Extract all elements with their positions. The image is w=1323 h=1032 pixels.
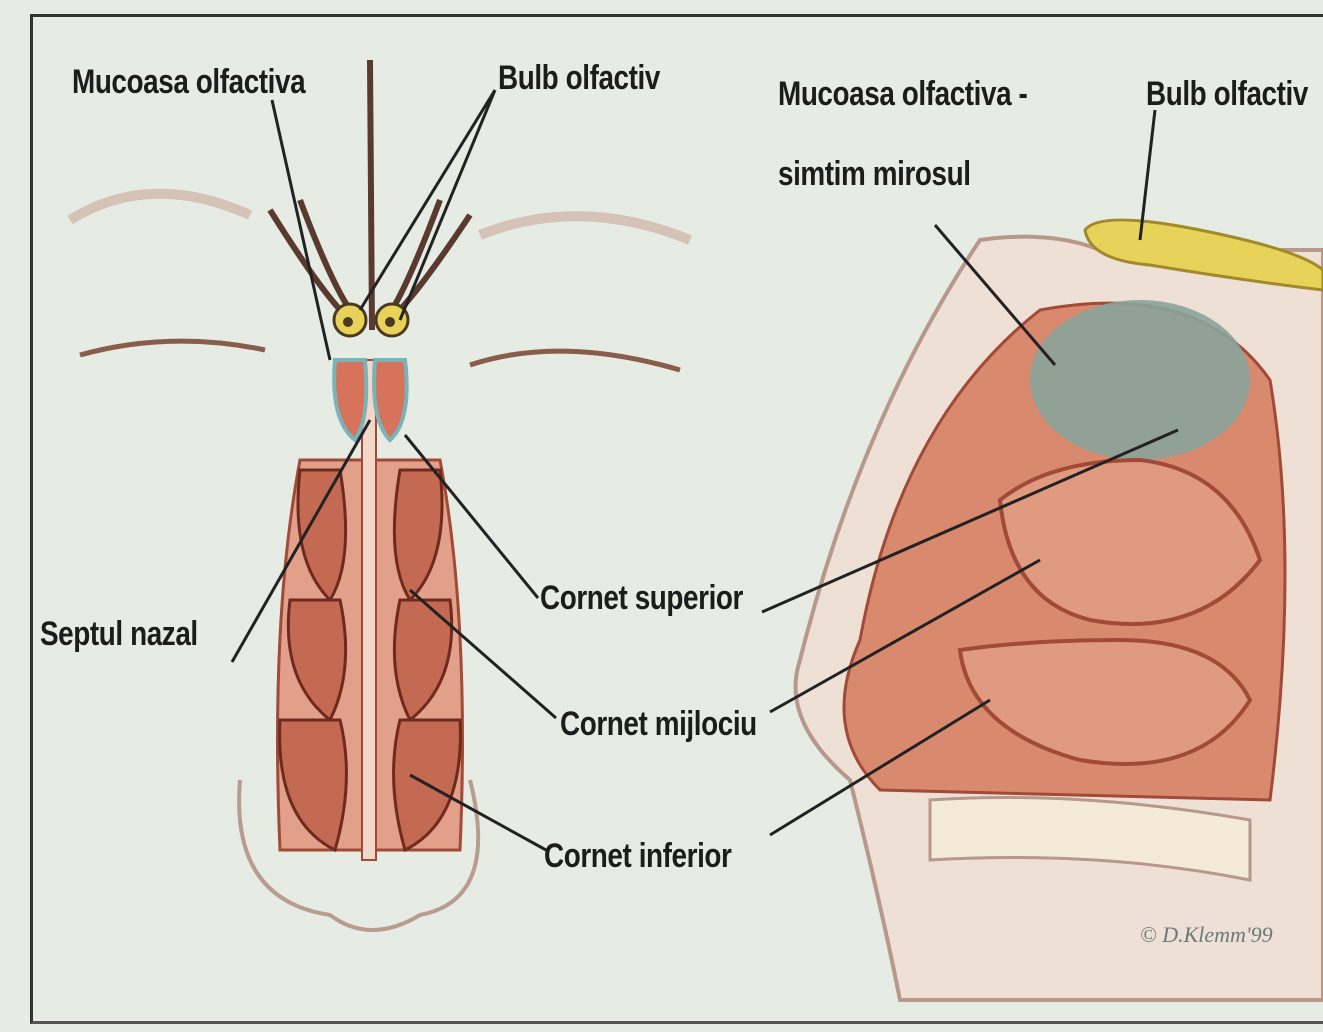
right-eye <box>470 351 680 370</box>
olfactory-mucosa <box>1030 300 1250 460</box>
left-eye <box>80 341 265 355</box>
label-right-bulb-olfactiv: Bulb olfactiv <box>1146 74 1308 114</box>
sagittal-view <box>796 220 1323 1000</box>
label-left-bulb-olfactiv: Bulb olfactiv <box>498 58 660 98</box>
label-septul-nazal: Septul nazal <box>40 614 198 654</box>
left-eyebrow <box>70 194 250 220</box>
frontal-view <box>70 60 690 930</box>
label-cornet-mijlociu: Cornet mijlociu <box>560 704 757 744</box>
label-right-mucoasa-line1: Mucoasa olfactiva - <box>778 74 1027 114</box>
right-olfactory-region <box>374 360 407 440</box>
nasal-septum <box>362 360 376 860</box>
left-bulb-center <box>343 317 353 327</box>
leader-left-bulb <box>360 90 495 320</box>
left-olfactory-region <box>334 360 366 440</box>
right-bulb-center <box>385 317 395 327</box>
label-right-mucoasa-line2: simtim mirosul <box>778 154 971 194</box>
right-eyebrow <box>480 216 690 240</box>
label-left-mucoasa-olfactiva: Mucoasa olfactiva <box>72 62 305 102</box>
label-cornet-inferior: Cornet inferior <box>544 836 731 876</box>
copyright-text: © D.Klemm'99 <box>1140 922 1273 948</box>
label-cornet-superior: Cornet superior <box>540 578 743 618</box>
